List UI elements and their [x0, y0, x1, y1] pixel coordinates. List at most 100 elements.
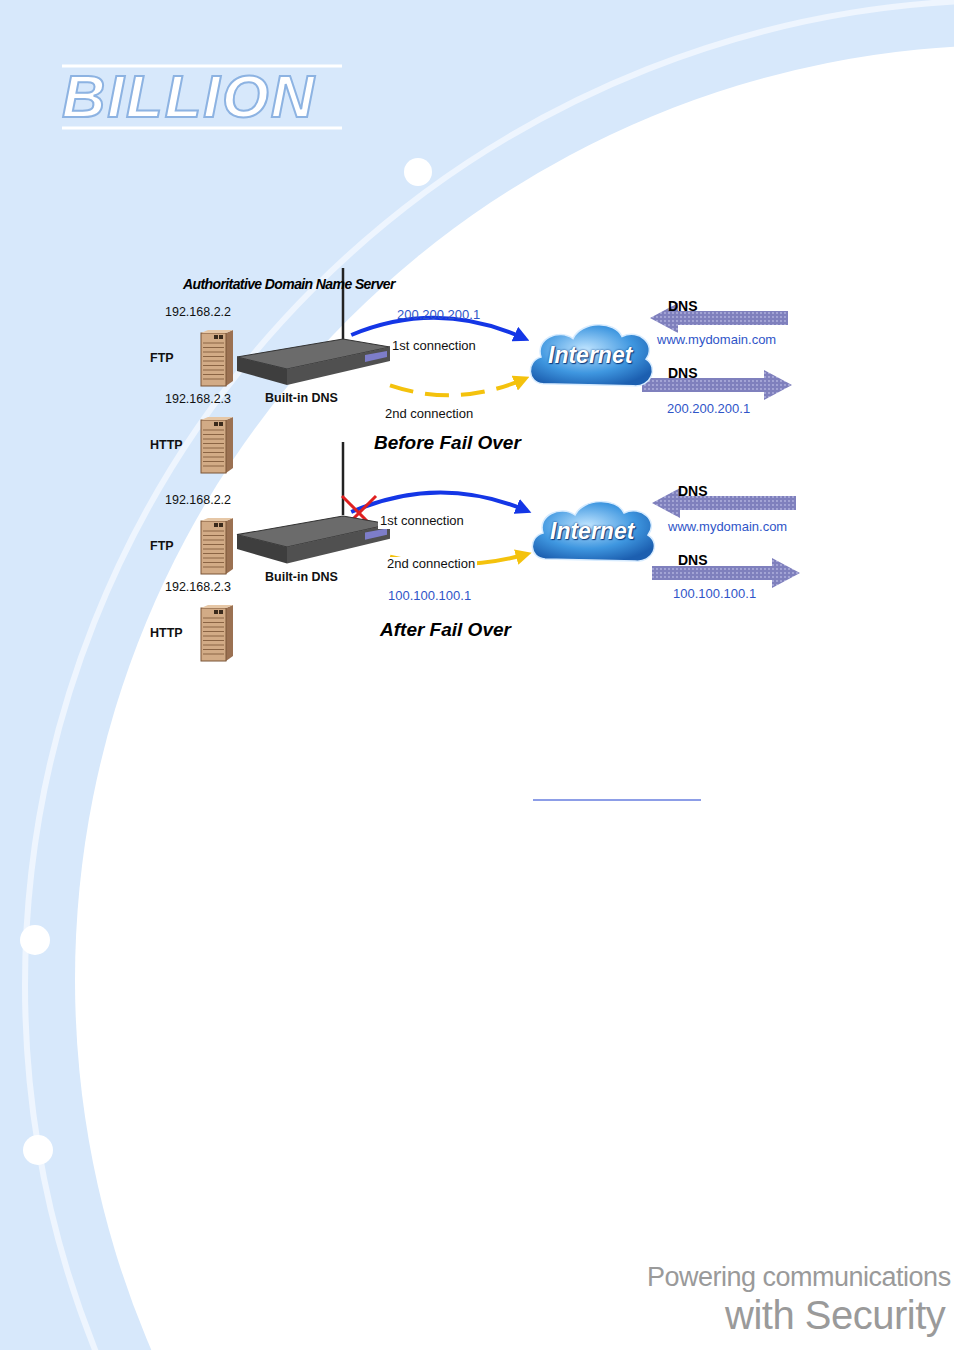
- server-icon: [200, 604, 234, 662]
- ip-address: 192.168.2.3: [165, 580, 231, 594]
- diagram-label: Authoritative Domain Name Server: [183, 276, 395, 292]
- swoosh-line: [25, 0, 954, 1350]
- diagram-label: DNS: [678, 483, 708, 499]
- router-side: [287, 347, 390, 385]
- cloud-outline: [532, 502, 654, 562]
- service-name: HTTP: [150, 438, 183, 452]
- router-panel: [365, 528, 387, 539]
- service-name: FTP: [150, 351, 174, 365]
- server-vent: [203, 549, 224, 550]
- server-vent: [203, 466, 224, 467]
- link-underline: [533, 800, 701, 801]
- connection-arrow: [390, 379, 525, 396]
- brand-logo: BILLION: [62, 62, 316, 131]
- cloud-label: Internet: [550, 518, 634, 544]
- router-panel: [365, 351, 387, 362]
- server-vent: [203, 365, 224, 366]
- server-bay: [214, 422, 218, 426]
- connection-arrow: [351, 492, 527, 512]
- server-vent: [203, 461, 224, 462]
- server-vent: [203, 374, 224, 375]
- diagram-label: 200.200.200.1: [397, 308, 480, 323]
- diagram-label: www.mydomain.com: [668, 520, 787, 535]
- server-top: [201, 605, 233, 608]
- diagram-label: DNS: [668, 365, 698, 381]
- server-node: 192.168.2.2FTP: [148, 305, 238, 387]
- dns-answer-arrow: [652, 558, 800, 588]
- white-ground: [75, 45, 954, 1350]
- server-top: [201, 417, 233, 420]
- diagram-label: DNS: [668, 298, 698, 314]
- server-vent: [203, 645, 224, 646]
- server-bay: [214, 610, 218, 614]
- server-bay: [219, 422, 223, 426]
- connection-label: 2nd connection: [385, 557, 477, 572]
- server-vent: [203, 531, 224, 532]
- server-vent: [203, 343, 224, 344]
- server-icon: [200, 517, 234, 575]
- dns-answer-arrow: [642, 370, 792, 400]
- server-vent: [203, 361, 224, 362]
- server-top: [201, 518, 233, 521]
- server-vent: [203, 553, 224, 554]
- swoosh-dot: [23, 1135, 53, 1165]
- server-vent: [203, 618, 224, 619]
- server-vent: [203, 540, 224, 541]
- ip-address: 192.168.2.2: [165, 493, 231, 507]
- internet-node: Internet: [525, 318, 655, 392]
- server-front: [201, 521, 226, 574]
- diagram-label: DNS: [678, 552, 708, 568]
- ip-address: 192.168.2.2: [165, 305, 231, 319]
- router-side: [287, 524, 390, 563]
- server-side: [226, 330, 233, 386]
- internet-node: Internet: [527, 495, 657, 567]
- diagram-caption: Before Fail Over: [374, 432, 521, 454]
- server-icon: [200, 416, 234, 474]
- server-vent: [203, 370, 224, 371]
- server-vent: [203, 636, 224, 637]
- server-vent: [203, 562, 224, 563]
- server-top: [201, 330, 233, 333]
- server-vent: [203, 347, 224, 348]
- diagram-label: 200.200.200.1: [667, 402, 750, 417]
- diagram-label: 100.100.100.1: [673, 587, 756, 602]
- diagram-caption: After Fail Over: [380, 619, 511, 641]
- server-vent: [203, 439, 224, 440]
- swoosh-dot: [20, 925, 50, 955]
- server-vent: [203, 544, 224, 545]
- server-side: [226, 605, 233, 661]
- router-front: [237, 357, 287, 385]
- server-front: [201, 608, 226, 661]
- server-vent: [203, 457, 224, 458]
- router-front: [237, 535, 287, 564]
- server-vent: [203, 558, 224, 559]
- cloud-label: Internet: [548, 342, 632, 368]
- service-name: HTTP: [150, 626, 183, 640]
- ip-address: 192.168.2.3: [165, 392, 231, 406]
- server-vent: [203, 430, 224, 431]
- server-vent: [203, 434, 224, 435]
- server-front: [201, 420, 226, 473]
- server-side: [226, 417, 233, 473]
- diagram-label: www.mydomain.com: [657, 333, 776, 348]
- dns-query-arrow: [652, 488, 796, 518]
- router-node: Built-in DNS: [235, 512, 390, 584]
- server-side: [226, 518, 233, 574]
- connection-label: 1st connection: [390, 339, 478, 354]
- connection-label: 1st connection: [378, 514, 466, 529]
- connection-label: 2nd connection: [383, 407, 475, 422]
- server-vent: [203, 622, 224, 623]
- server-vent: [203, 631, 224, 632]
- server-vent: [203, 448, 224, 449]
- device-label: Built-in DNS: [265, 391, 338, 405]
- diagram-caption: with Security: [725, 1292, 945, 1338]
- server-front: [201, 333, 226, 386]
- swoosh-dot: [404, 158, 432, 186]
- diagram-label: 100.100.100.1: [388, 589, 471, 604]
- server-vent: [203, 649, 224, 650]
